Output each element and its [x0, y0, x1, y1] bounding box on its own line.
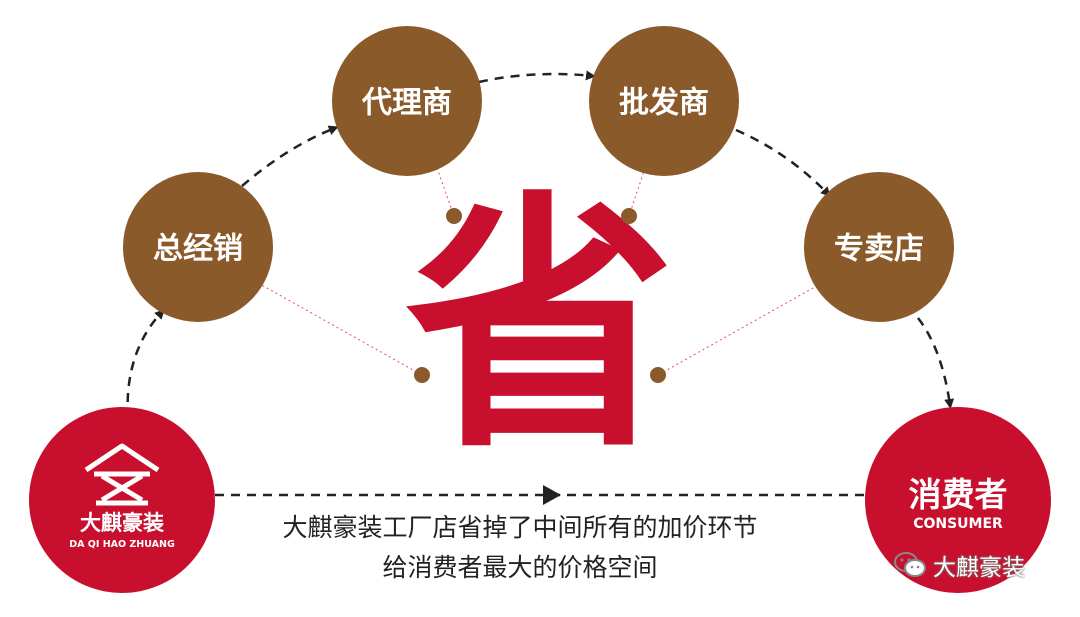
center-character: 省	[405, 169, 675, 484]
caption-line-2: 给消费者最大的价格空间	[382, 553, 658, 582]
center-dot-right	[650, 367, 666, 383]
arrow-store-to-consumer	[917, 317, 955, 409]
connector-lines	[257, 167, 823, 376]
watermark: 大麒豪装	[893, 548, 1025, 582]
node-agent-label: 代理商	[361, 86, 452, 121]
node-wholesaler-label: 批发商	[619, 86, 709, 121]
node-general-distributor-label: 总经销	[153, 232, 243, 267]
node-agent: 代理商	[332, 26, 482, 176]
watermark-text: 大麒豪装	[933, 555, 1025, 581]
arrow-brand-to-distributor	[126, 309, 165, 419]
node-specialty-store-label: 专卖店	[834, 232, 924, 267]
node-wholesaler: 批发商	[589, 26, 739, 176]
caption-line-1: 大麒豪装工厂店省掉了中间所有的加价环节	[282, 513, 758, 542]
node-specialty-store: 专卖店	[804, 172, 954, 322]
brand-name-cn: 大麒豪装	[80, 511, 164, 535]
consumer-name-en: CONSUMER	[913, 516, 1003, 532]
node-consumer: 消费者 CONSUMER	[865, 407, 1051, 593]
arrow-distributor-to-agent	[241, 125, 339, 187]
node-brand: 大麒豪装 DA QI HAO ZHUANG	[29, 407, 215, 593]
node-general-distributor: 总经销	[123, 172, 273, 322]
center-dot-left	[414, 367, 430, 383]
arrow-brand-to-consumer-head	[543, 485, 561, 505]
consumer-name-cn: 消费者	[909, 475, 1008, 514]
arrow-agent-to-wholesaler	[478, 70, 596, 84]
arrow-wholesaler-to-store	[735, 128, 831, 197]
brand-name-en: DA QI HAO ZHUANG	[69, 539, 175, 550]
center-dot-top-left	[446, 208, 462, 224]
house-logo-icon	[84, 443, 160, 506]
wechat-icon	[894, 552, 926, 577]
center-dot-top-right	[621, 208, 637, 224]
flow-arrows	[126, 70, 955, 505]
